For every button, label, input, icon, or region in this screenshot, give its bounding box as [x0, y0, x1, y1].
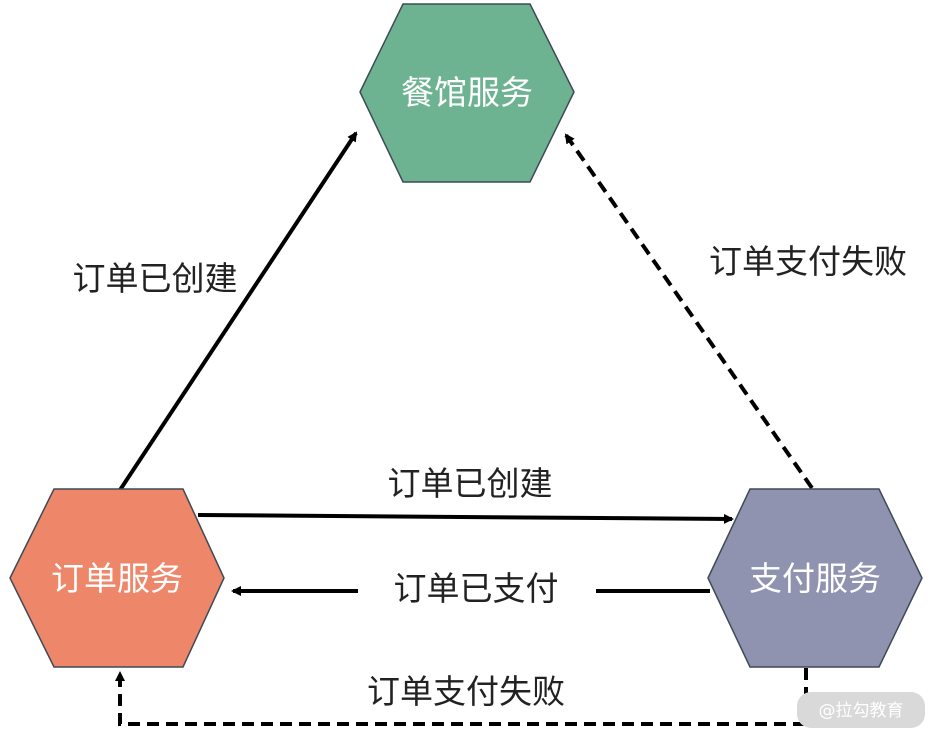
watermark: @拉勾教育: [797, 692, 925, 728]
node-label-payment: 支付服务: [749, 559, 881, 598]
edge-label-payment-to-order-failed: 订单支付失败: [367, 672, 565, 711]
edge-order-to-restaurant: [118, 131, 358, 492]
node-payment-service: 支付服务: [707, 488, 923, 668]
edge-label-order-to-restaurant: 订单已创建: [73, 259, 238, 298]
edge-label-payment-to-order: 订单已支付: [394, 569, 559, 608]
node-label-restaurant: 餐馆服务: [401, 73, 533, 112]
watermark-text: @拉勾教育: [819, 701, 904, 721]
hexagon-restaurant: [359, 3, 575, 183]
edge-label-order-to-payment: 订单已创建: [388, 464, 553, 503]
edge-payment-to-restaurant: [564, 133, 814, 490]
node-order-service: 订单服务: [9, 488, 225, 668]
edge-order-to-payment: [197, 513, 734, 524]
watermark-background: [797, 692, 925, 728]
edge-label-payment-to-restaurant: 订单支付失败: [709, 242, 907, 281]
hexagon-payment: [707, 488, 923, 668]
hexagon-order: [9, 488, 225, 668]
node-label-order: 订单服务: [51, 559, 183, 598]
node-restaurant-service: 餐馆服务: [359, 3, 575, 183]
